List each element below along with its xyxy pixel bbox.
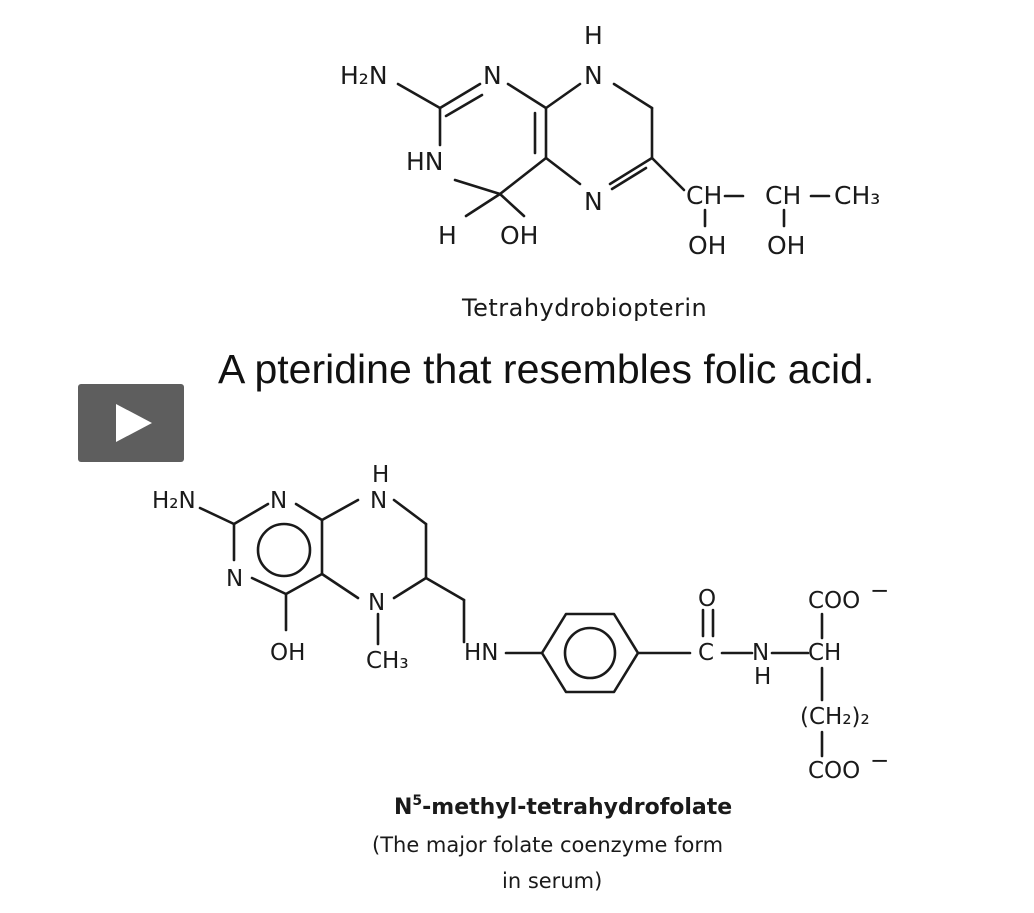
ring-nitrogen-label: N (370, 488, 387, 514)
carboxylate-label: COO (808, 758, 860, 784)
ring-nitrogen-label: N (584, 187, 603, 216)
play-icon (116, 404, 152, 442)
carboxylate-label: COO (808, 588, 860, 614)
amide-nitrogen-label: N (752, 640, 769, 666)
hydroxyl-label: OH (688, 231, 726, 260)
folate-caption-title: N5-methyl-tetrahydrofolate (394, 793, 732, 820)
hydroxyl-label: OH (500, 221, 538, 250)
tetrahydrobiopterin-caption: Tetrahydrobiopterin (461, 294, 707, 322)
amide-hydrogen-label: H (754, 664, 771, 690)
folate-caption-description: in serum) (502, 869, 602, 893)
ring-nitrogen-label: N (483, 61, 502, 90)
n5-nitrogen-label: N (368, 590, 385, 616)
ring-nitrogen-label: N (270, 488, 287, 514)
amino-group-label: H₂N (152, 488, 196, 514)
methyltetrahydrofolate-structure: H₂N N H N N N OH CH₃ HN O C N H COO − CH… (152, 462, 889, 893)
ring-nitrogen-label: N (584, 61, 603, 90)
play-button[interactable] (78, 384, 184, 462)
amine-label: HN (464, 640, 499, 666)
methyl-label: CH₃ (366, 648, 409, 674)
slide-subtitle: A pteridine that resembles folic acid. (218, 346, 875, 392)
hydrogen-label: H (584, 21, 603, 50)
carbonyl-oxygen-label: O (698, 586, 716, 612)
tetrahydrobiopterin-bonds (396, 82, 831, 228)
methylene-group-label: (CH₂)₂ (800, 704, 870, 730)
methine-label: CH (765, 181, 801, 210)
ring-nitrogen-label: N (226, 566, 243, 592)
hydroxyl-label: OH (767, 231, 805, 260)
methine-label: CH (686, 181, 722, 210)
hydroxyl-label: OH (270, 640, 305, 666)
amino-group-label: H₂N (340, 61, 388, 90)
hydrogen-label: H (372, 462, 389, 488)
tetrahydrobiopterin-structure: H₂N N H N HN N H OH CH CH CH₃ OH OH Tetr… (340, 21, 880, 322)
hydrogen-label: H (438, 221, 457, 250)
alpha-carbon-label: CH (808, 640, 841, 666)
imine-nitrogen-label: HN (406, 147, 444, 176)
methyl-label: CH₃ (834, 181, 880, 210)
charge-label: − (870, 578, 889, 604)
carbonyl-carbon-label: C (698, 640, 714, 666)
folate-caption-description: (The major folate coenzyme form (372, 833, 723, 857)
methyltetrahydrofolate-bonds (198, 498, 824, 758)
charge-label: − (870, 748, 889, 774)
